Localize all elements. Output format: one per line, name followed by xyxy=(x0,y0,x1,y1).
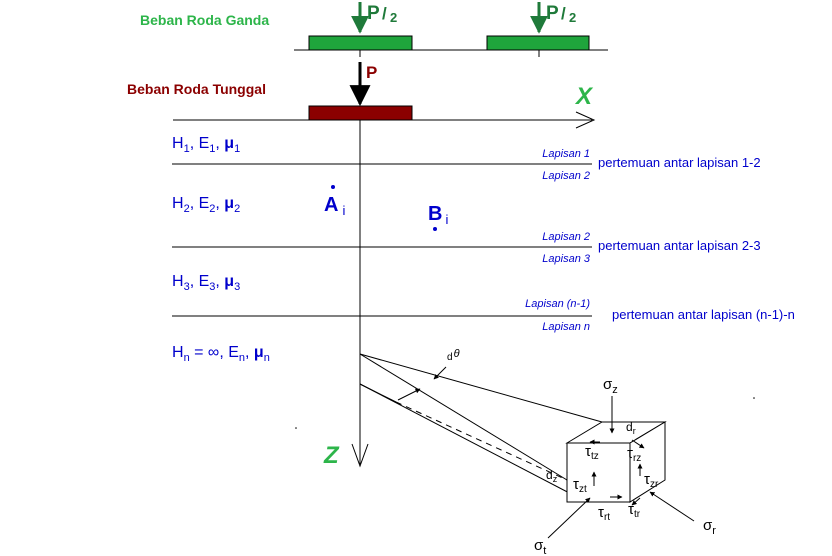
dual-wheel-pad-left xyxy=(308,35,413,51)
wedge-rotation-arrow xyxy=(397,388,421,401)
tau-zr-label: τzr xyxy=(644,471,659,490)
half-load-label-right: P / 2 xyxy=(546,3,576,25)
tau-rz-label: τrz xyxy=(627,445,641,464)
wedge-middle-line xyxy=(359,353,568,481)
z-axis-arrowhead xyxy=(351,443,369,468)
sigma-t-arrow xyxy=(547,497,591,539)
dr-label: dr xyxy=(626,420,636,436)
single-wheel-label: Beban Roda Tunggal xyxy=(127,81,266,97)
layer-1-properties: H1, E1, μ1 xyxy=(172,135,240,155)
d-theta-arrow xyxy=(433,366,447,380)
half-load-sym: P xyxy=(546,3,559,24)
interface-3-bottom-label: Lapisan n xyxy=(542,321,590,333)
wedge-dashed-solid-part xyxy=(359,383,397,403)
interface-3-note: pertemuan antar lapisan (n-1)-n xyxy=(612,307,795,322)
interface-1-top-label: Lapisan 1 xyxy=(542,148,590,160)
wedge-dashed-line xyxy=(395,401,568,481)
load-p-label: P xyxy=(366,63,377,82)
sigma-r-arrow xyxy=(649,491,695,522)
tau-tr-arrow xyxy=(631,497,641,506)
half-load-den: 2 xyxy=(390,10,397,25)
layer-n-properties: Hn = ∞, En, μn xyxy=(172,344,270,364)
interface-1-bottom-label: Lapisan 2 xyxy=(542,170,590,182)
svg-text:H1, E1, μ1: H1, E1, μ1 xyxy=(172,135,240,155)
d-theta-label: dθ xyxy=(447,348,460,363)
sigma-z-label: σz xyxy=(603,376,618,396)
wedge-upper-line xyxy=(359,353,603,423)
layer-3-properties: H3, E3, μ3 xyxy=(172,273,240,293)
z-axis-label: Z xyxy=(323,442,340,469)
tau-zt-label: τzt xyxy=(573,476,587,495)
interface-2-bottom-label: Lapisan 3 xyxy=(542,253,591,265)
interface-2-note: pertemuan antar lapisan 2-3 xyxy=(598,238,761,253)
point-b-dot xyxy=(433,227,437,231)
point-a-dot xyxy=(331,185,335,189)
x-axis-arrowhead xyxy=(575,111,596,129)
half-load-label-left: P / 2 xyxy=(367,3,397,25)
half-load-den: 2 xyxy=(569,10,576,25)
wedge-lower-line xyxy=(359,383,578,498)
svg-text:Hn = ∞, En, μn: Hn = ∞, En, μn xyxy=(172,344,270,364)
half-load-slash: / xyxy=(561,4,566,23)
svg-text:H3, E3, μ3: H3, E3, μ3 xyxy=(172,273,240,293)
tau-tz-label: τtz xyxy=(585,443,599,462)
tau-rz-arrow xyxy=(631,439,645,449)
x-axis-label: X xyxy=(574,83,594,110)
speck-right xyxy=(753,397,755,399)
single-wheel-pad xyxy=(308,105,413,121)
tau-tr-label: τtr xyxy=(628,501,641,520)
svg-text:H2, E2, μ2: H2, E2, μ2 xyxy=(172,195,240,215)
dual-wheel-label: Beban Roda Ganda xyxy=(140,12,269,28)
half-load-sym: P xyxy=(367,3,380,24)
interface-2-top-label: Lapisan 2 xyxy=(542,231,590,243)
sigma-r-label: σr xyxy=(703,517,716,537)
tau-rt-label: τrt xyxy=(598,504,610,523)
speck-left xyxy=(295,427,297,429)
interface-3-top-label: Lapisan (n-1) xyxy=(525,298,590,310)
cube-front-face xyxy=(566,442,631,503)
dual-wheel-pad-right xyxy=(486,35,590,51)
dz-label: dz xyxy=(546,468,558,484)
interface-1-note: pertemuan antar lapisan 1-2 xyxy=(598,155,761,170)
layer-2-properties: H2, E2, μ2 xyxy=(172,195,240,215)
half-load-slash: / xyxy=(382,4,387,23)
sigma-t-label: σt xyxy=(534,537,546,556)
